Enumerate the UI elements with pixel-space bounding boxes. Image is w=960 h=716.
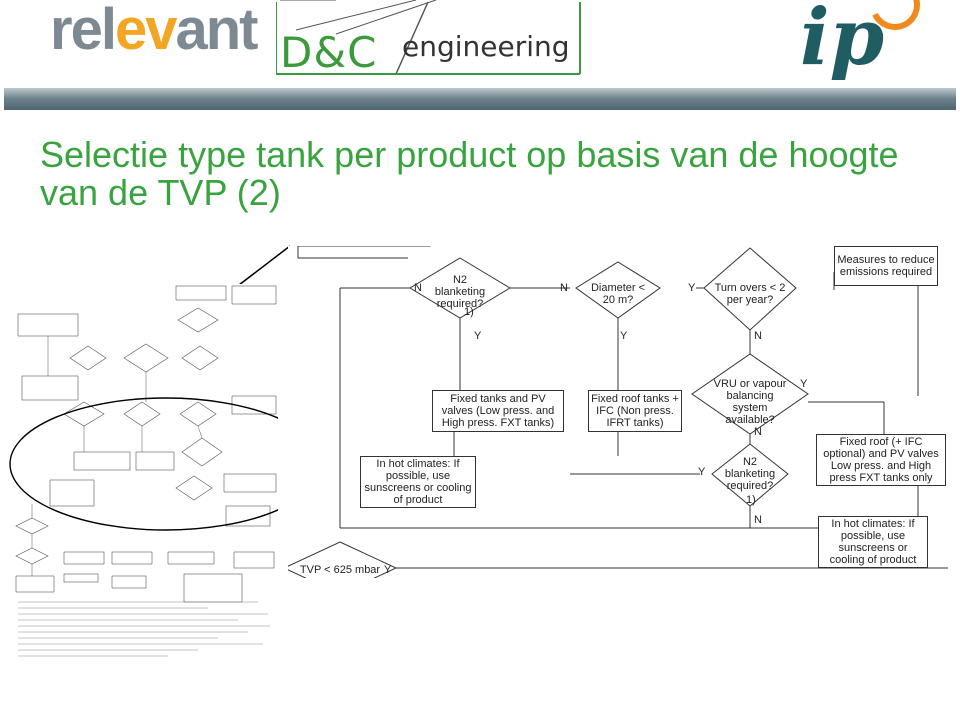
blank-area [288,578,956,716]
flowchart-zoom: Measures to reduce emissions required N2… [288,246,954,578]
dc-text: D&C [280,28,378,77]
diameter-decision: Diameter < 20 m? [590,282,646,306]
flowchart-thumbnail [8,284,323,666]
label-n-2: N [560,282,568,294]
label-n-3: N [754,330,762,342]
label-n-4: N [754,426,762,438]
engineering-text: engineering [402,30,570,63]
label-n-5: N [754,514,762,526]
footnote-2: 1) [746,494,756,506]
flowchart-thumbnail-drawing [9,285,323,657]
measures-box: Measures to reduce emissions required [834,246,938,286]
turn-overs-decision: Turn overs < 2 per year? [714,282,786,306]
dc-logo-frame [276,0,581,75]
ip-logo: ip [800,0,885,83]
tvp-decision: TVP < 625 mbar [299,564,381,576]
title-line-2: van de TVP (2) [40,172,281,213]
flowchart-connectors [288,246,948,578]
hot-climates-box-2: In hot climates: If possible, use sunscr… [818,516,928,568]
header-band [4,88,956,110]
header: relevant D&C engineering ip [0,0,960,88]
footnote-1: 1) [464,306,474,318]
relevant-logo: relevant [50,0,258,62]
label-y-6: Y [384,564,392,576]
hot-climates-box-1: In hot climates: If possible, use sunscr… [360,456,476,508]
label-n-1: N [414,282,422,294]
label-y-3: Y [620,330,628,342]
n2-blanketing-decision-1: N2 blanketing required? [434,274,486,310]
fixed-roof-ifc-box: Fixed roof tanks + IFC (Non press. IFRT … [588,390,682,432]
label-y-4: Y [800,378,808,390]
fixed-roof-optional-box: Fixed roof (+ IFC optional) and PV valve… [816,434,946,486]
label-y-5: Y [698,466,706,478]
vru-decision: VRU or vapour balancing system available… [713,378,787,426]
fixed-tanks-pv-box: Fixed tanks and PV valves (Low press. an… [432,390,564,432]
title-line-1: Selectie type tank per product op basis … [40,134,899,175]
slide-title: Selectie type tank per product op basis … [40,136,940,212]
label-y-2: Y [474,330,482,342]
label-y-1: Y [688,282,696,294]
n2-blanketing-decision-2: N2 blanketing required? [724,456,776,492]
dc-engineering-logo: D&C engineering [276,0,582,77]
